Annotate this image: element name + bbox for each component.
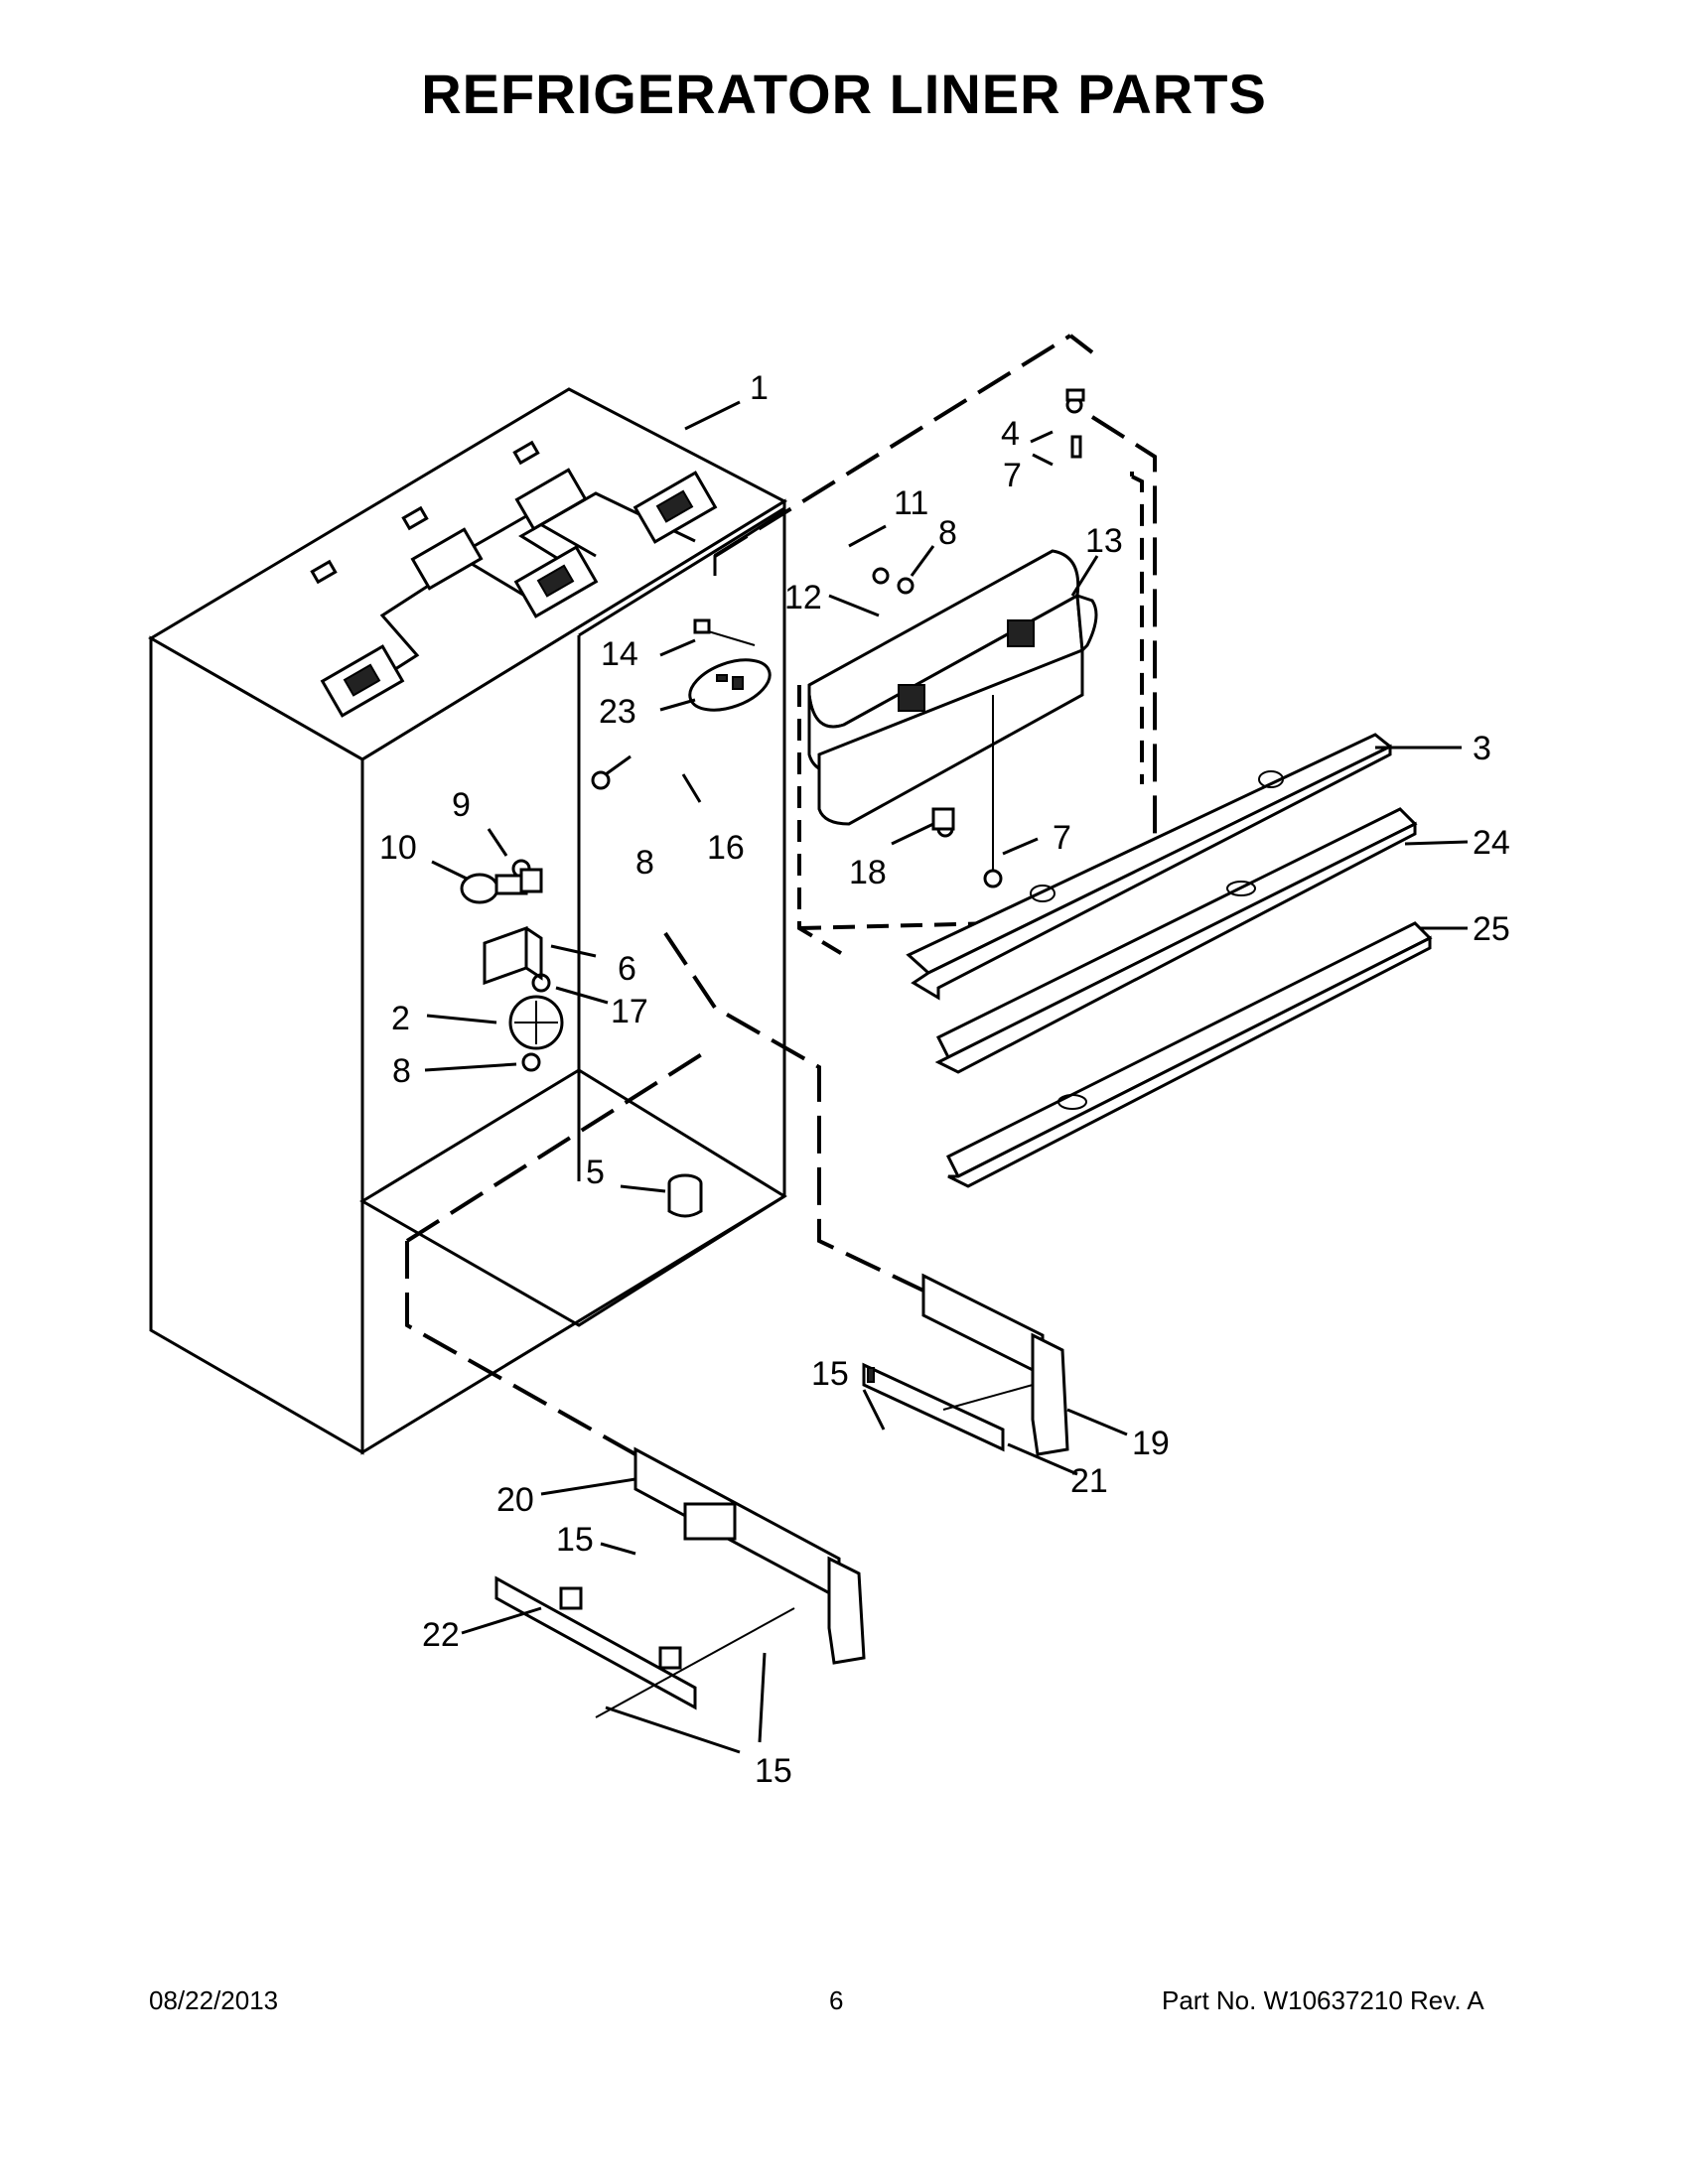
callout-18: 18 xyxy=(849,854,887,891)
callout-13: 13 xyxy=(1085,522,1123,560)
damper-and-bracket xyxy=(483,925,703,1218)
callout-21: 21 xyxy=(1070,1462,1108,1500)
lower-crisper-rail xyxy=(494,1446,866,1718)
callout-15-lower: 15 xyxy=(755,1752,792,1790)
callout-2: 2 xyxy=(391,1000,410,1037)
callout-17: 17 xyxy=(611,993,648,1030)
callout-7-mid: 7 xyxy=(1053,819,1071,857)
callout-9: 9 xyxy=(452,786,471,824)
callout-14: 14 xyxy=(601,635,638,673)
callout-23: 23 xyxy=(599,693,636,731)
footer-date: 08/22/2013 xyxy=(149,1985,279,2015)
callout-8-low: 8 xyxy=(392,1052,411,1090)
callout-11: 11 xyxy=(894,484,928,522)
lamp-and-socket xyxy=(460,868,543,904)
callout-20: 20 xyxy=(496,1481,534,1519)
upper-crisper-rail xyxy=(862,1273,1069,1456)
light-module xyxy=(688,618,772,712)
callout-10: 10 xyxy=(379,829,417,867)
callout-8-mid: 8 xyxy=(635,844,654,882)
callout-1: 1 xyxy=(750,369,769,407)
callout-7-top: 7 xyxy=(1003,457,1022,494)
footer-part-number: Part No. W10637210 Rev. A xyxy=(1162,1985,1484,2015)
callout-22: 22 xyxy=(422,1616,460,1654)
callout-3: 3 xyxy=(1473,730,1491,767)
light-housing-assembly xyxy=(807,549,1098,874)
rails xyxy=(906,733,1433,1188)
leader-lines xyxy=(424,400,1469,1754)
footer-page-number: 6 xyxy=(829,1985,844,2015)
liner-cabinet xyxy=(148,387,788,1455)
callout-15-upper: 15 xyxy=(811,1355,849,1393)
callout-5: 5 xyxy=(586,1154,605,1191)
page-title: REFRIGERATOR LINER PARTS xyxy=(421,63,1267,125)
explosion-lines xyxy=(405,334,1157,1456)
callout-12: 12 xyxy=(784,579,822,616)
callout-16: 16 xyxy=(707,829,745,867)
callout-24: 24 xyxy=(1473,824,1510,862)
callout-25: 25 xyxy=(1473,910,1510,948)
callout-4: 4 xyxy=(1001,415,1020,453)
callout-8-top: 8 xyxy=(938,514,957,552)
callout-19: 19 xyxy=(1132,1425,1170,1462)
callout-6: 6 xyxy=(618,950,636,988)
callout-labels: 1 4 7 11 8 13 12 14 23 3 9 10 8 16 7 24 … xyxy=(379,369,1510,1790)
callout-15-mid: 15 xyxy=(556,1521,594,1559)
